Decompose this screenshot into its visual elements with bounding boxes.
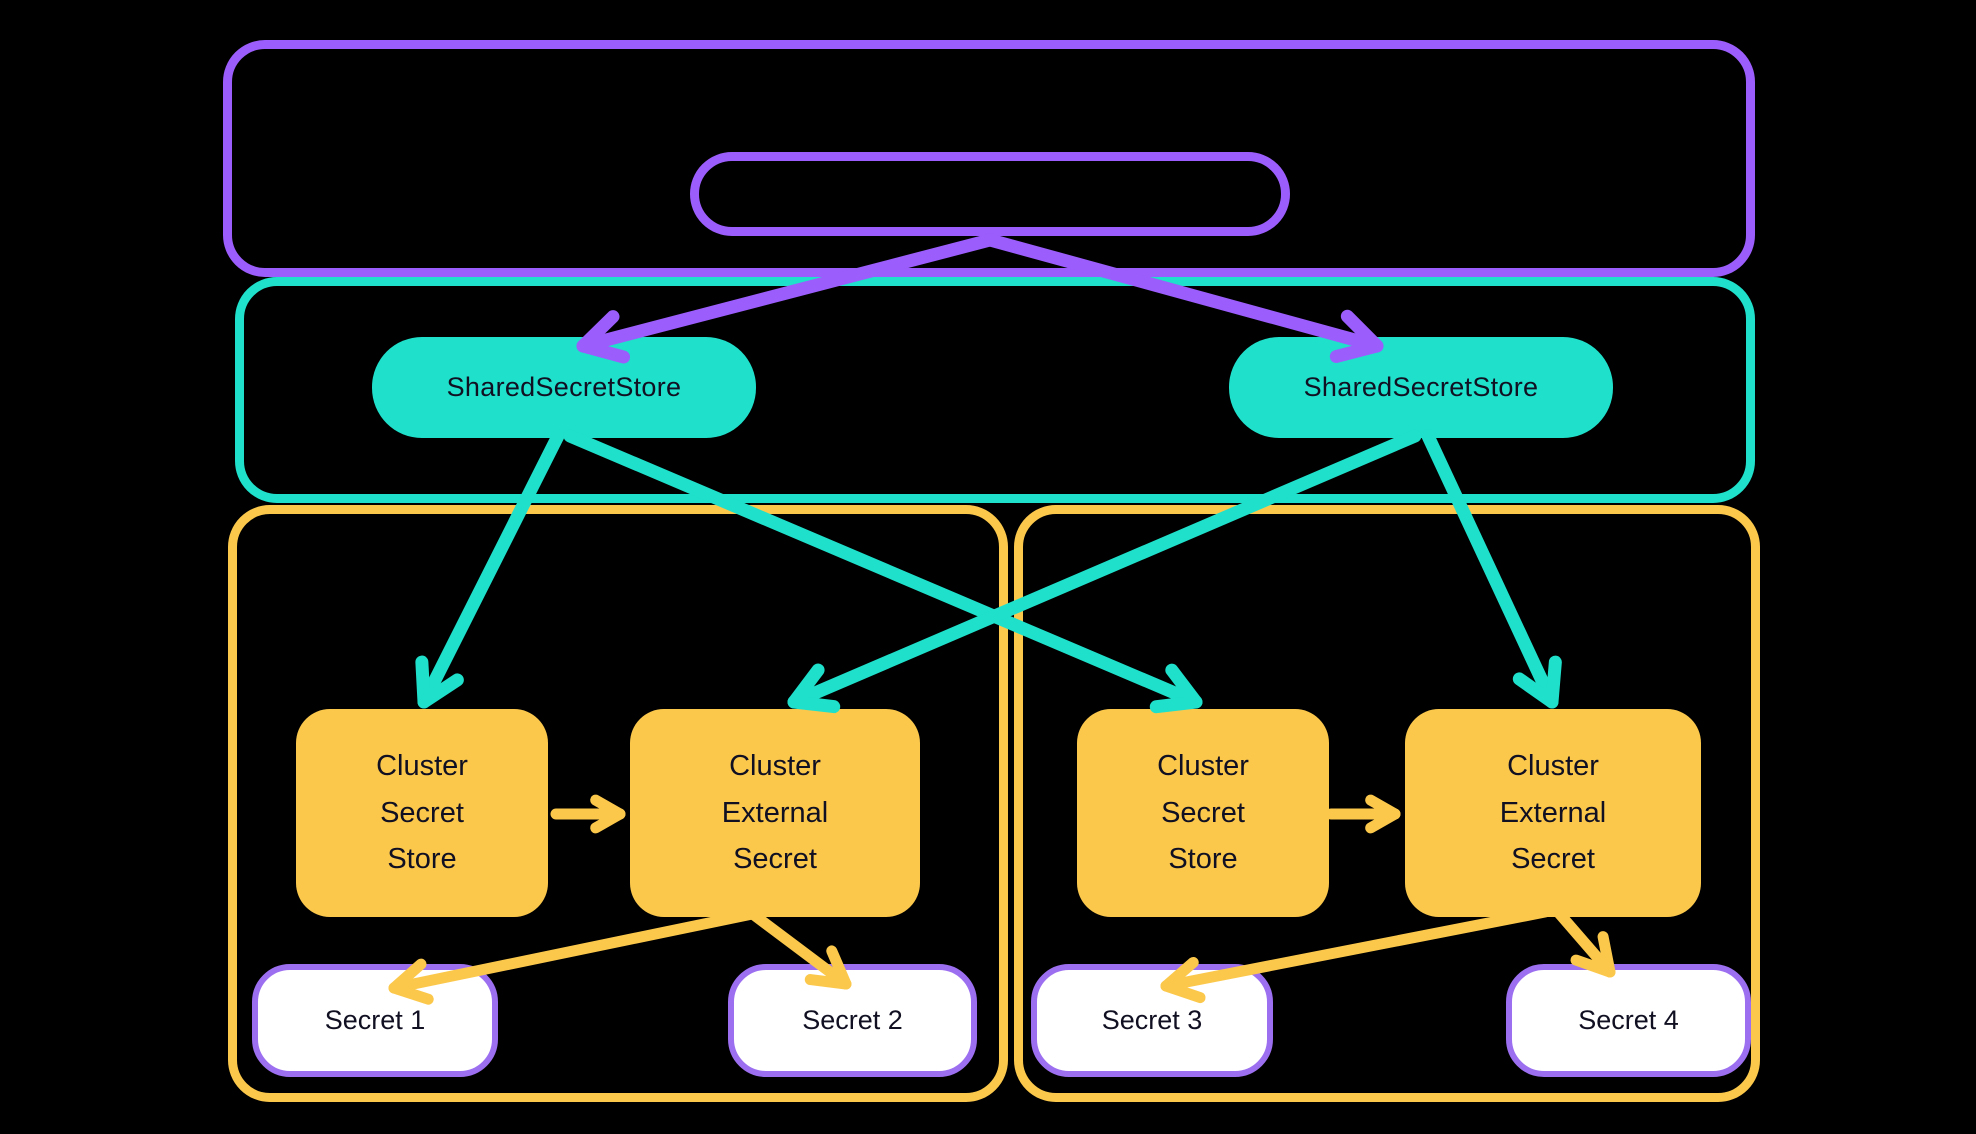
- secret-4-box: Secret 4: [1506, 964, 1751, 1077]
- secret-2-box: Secret 2: [728, 964, 977, 1077]
- cluster-external-secret-right-line3: Secret: [1511, 843, 1595, 876]
- cluster-external-secret-right-line2: External: [1499, 796, 1607, 829]
- cluster-external-secret-left-box: Cluster External Secret: [630, 709, 920, 917]
- cluster-external-secret-right-box: Cluster External Secret: [1405, 709, 1701, 917]
- cluster-secret-store-left-box: Cluster Secret Store: [296, 709, 548, 917]
- cluster-external-secret-left-line1: Cluster: [729, 750, 821, 783]
- cluster-secret-store-right-box: Cluster Secret Store: [1077, 709, 1329, 917]
- cluster-external-secret-left-line2: External: [721, 796, 829, 829]
- cluster-external-secret-right-line1: Cluster: [1507, 750, 1599, 783]
- cluster-external-secret-left-line3: Secret: [733, 843, 817, 876]
- cluster-secret-store-right-line1: Cluster: [1157, 750, 1249, 783]
- cluster-secret-store-left-line1: Cluster: [376, 750, 468, 783]
- shared-secret-store-right-label: SharedSecretStore: [1303, 372, 1539, 402]
- shared-secret-store-right-pill: SharedSecretStore: [1229, 337, 1613, 438]
- secret-4-label: Secret 4: [1578, 1005, 1679, 1035]
- cluster-secret-store-right-line2: Secret: [1161, 796, 1245, 829]
- secret-1-box: Secret 1: [252, 964, 498, 1077]
- cluster-secret-store-left-line3: Store: [387, 843, 457, 876]
- shared-secret-store-left-label: SharedSecretStore: [446, 372, 682, 402]
- management-inner-pill: [690, 152, 1290, 236]
- shared-secret-store-left-pill: SharedSecretStore: [372, 337, 756, 438]
- secret-1-label: Secret 1: [324, 1005, 426, 1035]
- secret-3-box: Secret 3: [1031, 964, 1273, 1077]
- secret-2-label: Secret 2: [802, 1005, 903, 1035]
- secret-3-label: Secret 3: [1101, 1005, 1203, 1035]
- cluster-secret-store-left-line2: Secret: [380, 796, 464, 829]
- cluster-secret-store-right-line3: Store: [1168, 843, 1238, 876]
